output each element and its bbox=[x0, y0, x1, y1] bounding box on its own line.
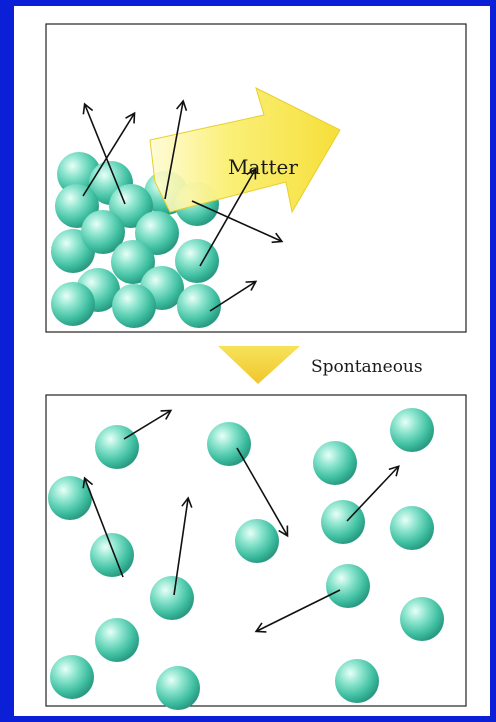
bottom-particles bbox=[48, 408, 444, 710]
particle bbox=[50, 655, 94, 699]
velocity-arrow bbox=[164, 99, 188, 200]
velocity-arrow bbox=[191, 200, 284, 244]
particle bbox=[111, 240, 155, 284]
velocity-arrow bbox=[173, 496, 193, 596]
velocity-arrow bbox=[123, 409, 173, 440]
particle bbox=[81, 210, 125, 254]
velocity-arrow bbox=[346, 465, 400, 522]
particle bbox=[313, 441, 357, 485]
velocity-arrow bbox=[82, 102, 126, 205]
particle bbox=[390, 408, 434, 452]
velocity-arrow bbox=[82, 476, 124, 578]
velocity-arrow bbox=[82, 111, 136, 197]
particle bbox=[95, 618, 139, 662]
spontaneous-label: Spontaneous bbox=[311, 357, 423, 377]
particle bbox=[95, 425, 139, 469]
particle bbox=[51, 282, 95, 326]
particle bbox=[235, 519, 279, 563]
velocity-arrow bbox=[209, 280, 258, 312]
particle bbox=[150, 576, 194, 620]
particle bbox=[156, 666, 200, 710]
velocity-arrow bbox=[236, 447, 289, 538]
particle bbox=[175, 239, 219, 283]
spontaneous-arrow bbox=[218, 346, 300, 384]
matter-arrow bbox=[149, 87, 341, 214]
particle bbox=[400, 597, 444, 641]
velocity-arrow bbox=[199, 167, 257, 267]
particle bbox=[135, 211, 179, 255]
particle bbox=[177, 284, 221, 328]
particle bbox=[390, 506, 434, 550]
particle bbox=[207, 422, 251, 466]
bottom-velocity-arrows bbox=[82, 409, 400, 633]
particle bbox=[48, 476, 92, 520]
particle bbox=[326, 564, 370, 608]
matter-label: Matter bbox=[228, 155, 298, 179]
particle bbox=[90, 533, 134, 577]
top-velocity-arrows bbox=[82, 99, 284, 312]
particle bbox=[321, 500, 365, 544]
velocity-arrow bbox=[254, 589, 341, 633]
particle bbox=[112, 284, 156, 328]
particle bbox=[335, 659, 379, 703]
